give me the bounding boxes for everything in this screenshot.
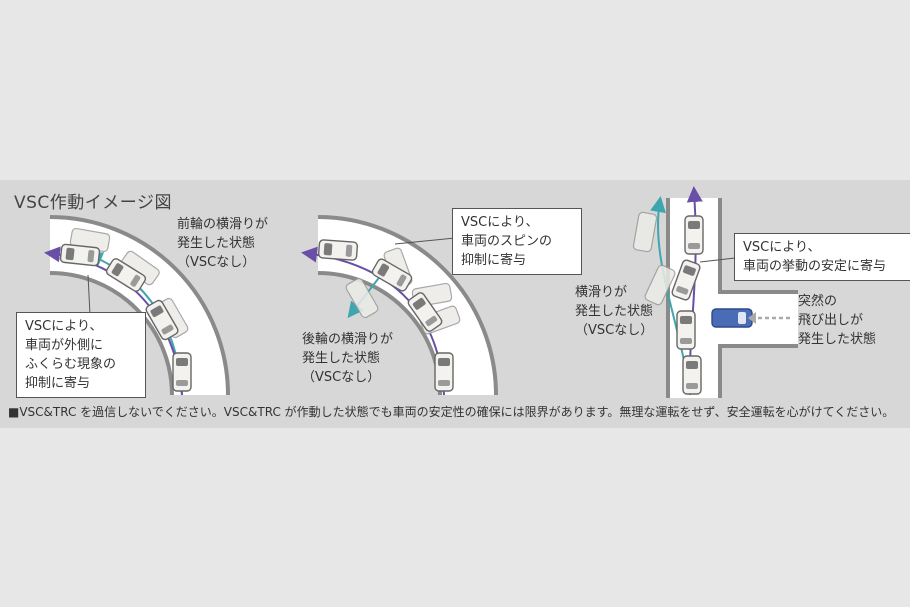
scene1-car-d: [172, 352, 192, 392]
oncoming-car: [711, 308, 753, 328]
scene2-label: 後輪の横滑りが 発生した状態 （VSCなし）: [302, 332, 394, 385]
scene2-callout: VSCにより、 車両のスピンの 抑制に寄与: [452, 208, 582, 275]
scene1-label: 前輪の横滑りが 発生した状態 （VSCなし）: [177, 217, 269, 270]
scene3-car-c: [676, 310, 696, 350]
scene3-label: 横滑りが 発生した状態 （VSCなし）: [575, 285, 654, 338]
scene2-car-a: [317, 238, 359, 262]
scene2-car-d: [434, 352, 454, 392]
scene3-callout: VSCにより、 車両の挙動の安定に寄与: [734, 233, 910, 281]
scene3-car-d: [682, 355, 702, 395]
scene1-car-a: [59, 243, 101, 267]
scene3-car-a: [684, 215, 704, 255]
caution-note: ■VSC&TRC を過信しないでください。VSC&TRC が作動した状態でも車両…: [8, 405, 895, 419]
diagram-title: VSC作動イメージ図: [14, 193, 172, 213]
scene1-callout: VSCにより、 車両が外側に ふくらむ現象の 抑制に寄与: [16, 312, 146, 398]
scene3-event-label: 突然の 飛び出しが 発生した状態: [798, 294, 877, 347]
